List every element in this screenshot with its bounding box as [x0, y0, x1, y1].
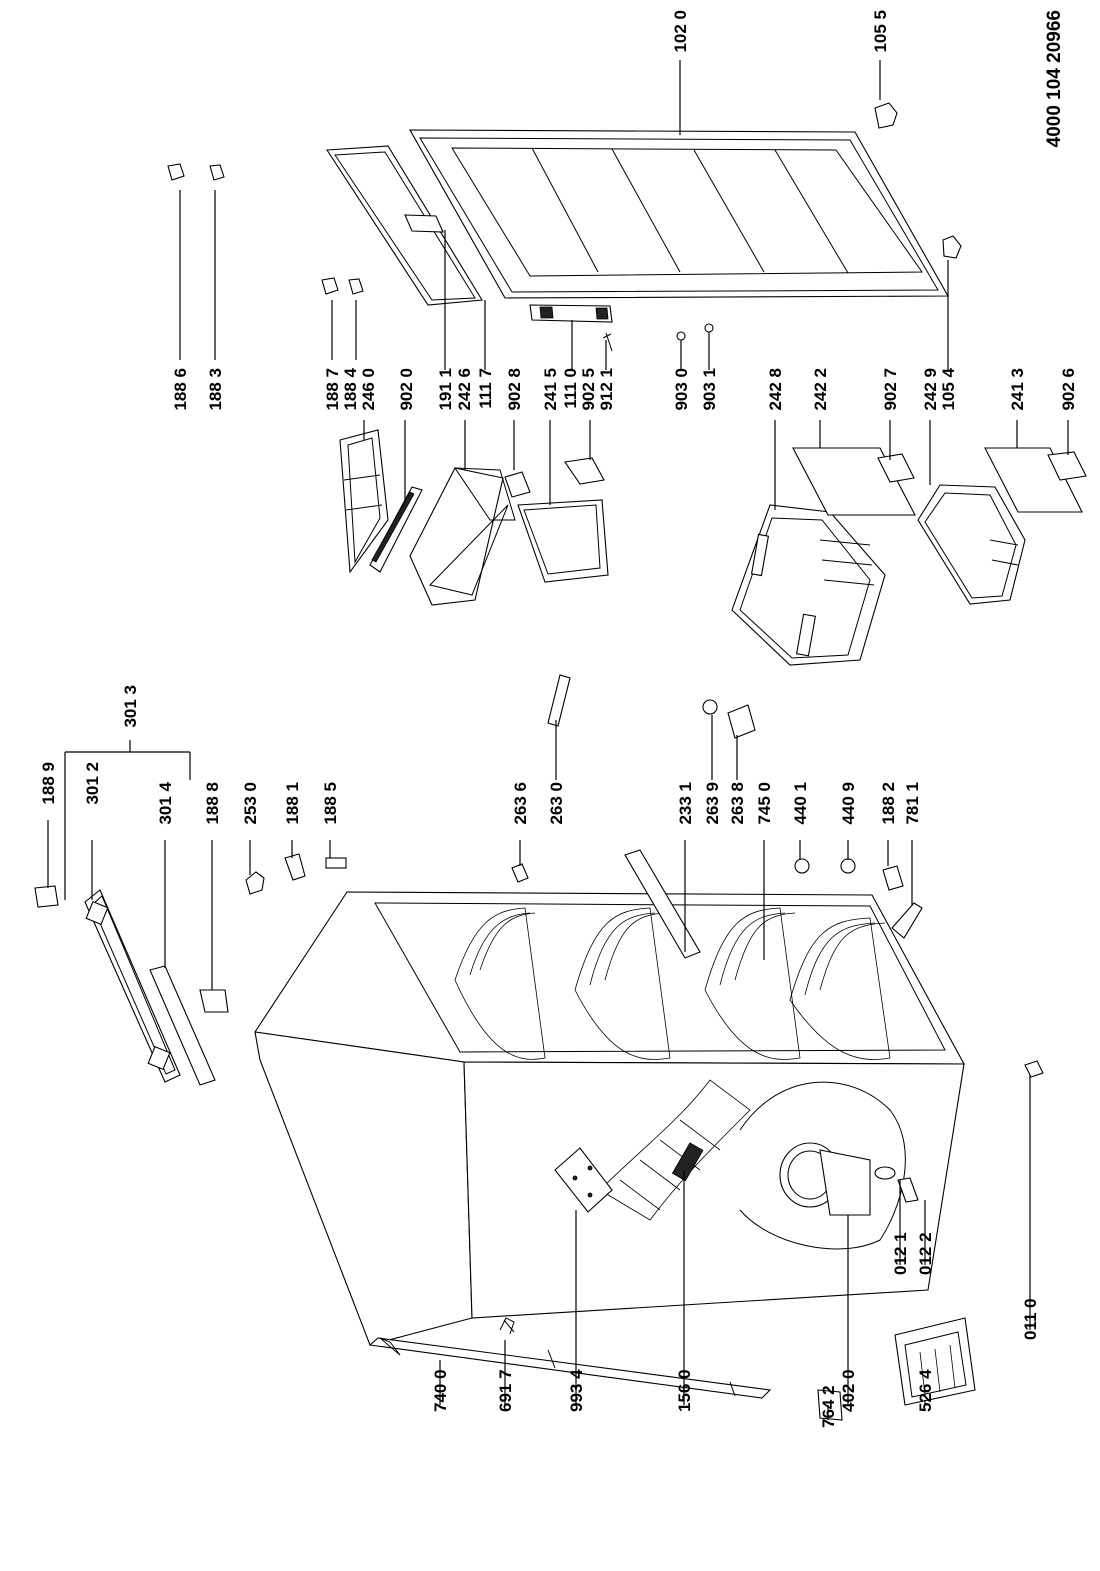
- label-242-8: 242 8: [766, 368, 785, 411]
- label-440-9: 440 9: [839, 782, 858, 825]
- label-263-9: 263 9: [703, 782, 722, 825]
- label-188-6: 188 6: [171, 368, 190, 411]
- label-188-8: 188 8: [203, 782, 222, 825]
- cover-902-5: [564, 457, 605, 485]
- label-301-4: 301 4: [156, 781, 175, 824]
- label-188-9: 188 9: [39, 762, 58, 805]
- label-263-6: 263 6: [511, 782, 530, 825]
- label-440-1: 440 1: [791, 782, 810, 825]
- tray-241-5: [517, 499, 609, 583]
- label-242-2: 242 2: [811, 368, 830, 411]
- label-263-8: 263 8: [728, 782, 747, 825]
- label-912-1: 912 1: [597, 368, 616, 411]
- label-902-8: 902 8: [505, 368, 524, 411]
- label-188-1: 188 1: [283, 782, 302, 825]
- label-012-1: 012 1: [891, 1232, 910, 1275]
- label-745-0: 745 0: [755, 782, 774, 825]
- control-panel-assembly: [34, 885, 229, 1086]
- cover-902-8: [504, 471, 531, 498]
- shelf-grids: [454, 907, 891, 1060]
- label-263-0: 263 0: [547, 782, 566, 825]
- relay-box-526-4: [894, 1317, 976, 1406]
- label-246-0: 246 0: [359, 368, 378, 411]
- document-number: 4000 104 20966: [1044, 10, 1065, 147]
- label-691-7: 691 7: [496, 1369, 515, 1412]
- label-191-1: 191 1: [436, 368, 455, 411]
- cover-902-7: [877, 453, 915, 483]
- label-301-3: 301 3: [121, 685, 140, 728]
- label-301-2: 301 2: [83, 762, 102, 805]
- label-233-1: 233 1: [676, 782, 695, 825]
- drawer-242-9: [917, 484, 1026, 605]
- shelf-246-0: [339, 429, 389, 574]
- part-labels: 102 0 105 5 4000 104 20966 188 6 188 3 1…: [39, 10, 1078, 1428]
- label-012-2: 012 2: [916, 1232, 935, 1275]
- label-105-4: 105 4: [939, 367, 958, 410]
- leader-lines: [47, 60, 1069, 1420]
- label-993-4: 993 4: [567, 1369, 586, 1412]
- label-011-0: 011 0: [1021, 1298, 1040, 1340]
- label-526-4: 526 4: [916, 1369, 935, 1412]
- label-111-0: 111 0: [561, 368, 580, 409]
- basket-242-6: [409, 467, 516, 606]
- cover-902-6: [1047, 451, 1087, 481]
- label-102-0: 102 0: [671, 10, 690, 53]
- glass-902-0: [369, 486, 423, 573]
- door-assembly: [326, 129, 949, 323]
- label-242-9: 242 9: [921, 368, 940, 411]
- label-156-0: 156 0: [675, 1369, 694, 1412]
- label-188-4: 188 4: [341, 367, 360, 410]
- small-parts-left: [245, 674, 1044, 1335]
- label-111-7: 111 7: [476, 368, 495, 409]
- cabinet-body: [254, 849, 965, 1421]
- label-188-3: 188 3: [206, 368, 225, 411]
- label-902-0: 902 0: [397, 368, 416, 411]
- label-903-1: 903 1: [700, 368, 719, 411]
- label-242-6: 242 6: [455, 368, 474, 411]
- label-902-6: 902 6: [1059, 368, 1078, 411]
- label-188-7: 188 7: [323, 368, 342, 411]
- label-740-0: 740 0: [431, 1369, 450, 1412]
- label-902-5: 902 5: [579, 368, 598, 411]
- hinge-parts: [167, 102, 962, 352]
- label-241-5: 241 5: [541, 368, 560, 411]
- label-402-0: 402 0: [839, 1369, 858, 1412]
- label-188-2: 188 2: [879, 782, 898, 825]
- label-781-1: 781 1: [903, 782, 922, 825]
- label-903-0: 903 0: [672, 368, 691, 411]
- label-764-2: 764 2: [819, 1385, 838, 1428]
- label-902-7: 902 7: [881, 368, 900, 411]
- label-253-0: 253 0: [241, 782, 260, 825]
- label-188-5: 188 5: [321, 782, 340, 825]
- drawer-242-8: [731, 504, 886, 666]
- label-241-3: 241 3: [1008, 368, 1027, 411]
- label-105-5: 105 5: [871, 10, 890, 53]
